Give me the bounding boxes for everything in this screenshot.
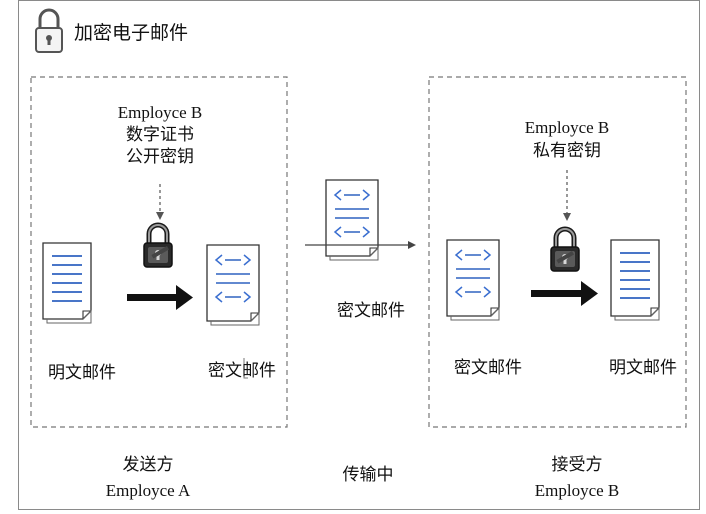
encrypt-lock-icon: [144, 225, 172, 267]
receiver-cipher-label: 密文邮件: [454, 358, 522, 377]
receiver-name: Employce B: [534, 481, 620, 500]
sender-key-arrow: [156, 184, 164, 220]
decrypt-lock-icon: [551, 229, 579, 271]
sender-key-line1: 数字证书: [126, 125, 194, 144]
transit-cipher-doc-icon: [325, 179, 379, 261]
transit-label: 传输中: [342, 465, 394, 484]
sender-name: Employce A: [105, 481, 191, 500]
sender-cipher-label: 密文邮件: [208, 361, 276, 380]
transit-arrow: [305, 241, 416, 249]
public-key-icon: [151, 246, 169, 259]
label-tick: [243, 358, 248, 379]
sender-key-line2: 公开密钥: [126, 147, 194, 166]
receiver-plain-doc-icon: [610, 239, 660, 321]
sender-key-owner: Employce B: [117, 103, 203, 122]
sender-cipher-doc-icon: [206, 244, 260, 326]
private-key-icon: [556, 251, 574, 264]
receiver-role: 接受方: [551, 455, 603, 474]
transit-cipher-label: 密文邮件: [337, 301, 405, 320]
sender-group-box: [30, 76, 288, 428]
title-lock-icon: [35, 8, 63, 53]
sender-plain-doc-icon: [42, 242, 92, 324]
receiver-group-box: [428, 76, 687, 428]
diagram-frame: [18, 0, 700, 510]
encrypt-arrow: [127, 285, 193, 310]
receiver-key-owner: Employce B: [524, 118, 610, 137]
receiver-cipher-doc-icon: [446, 239, 500, 321]
receiver-key-arrow: [563, 170, 571, 221]
page-title: 加密电子邮件: [74, 23, 189, 44]
decrypt-arrow: [531, 281, 598, 306]
sender-plain-label: 明文邮件: [48, 363, 116, 382]
receiver-key-line1: 私有密钥: [533, 141, 601, 160]
receiver-plain-label: 明文邮件: [609, 358, 677, 377]
sender-role: 发送方: [122, 455, 174, 474]
